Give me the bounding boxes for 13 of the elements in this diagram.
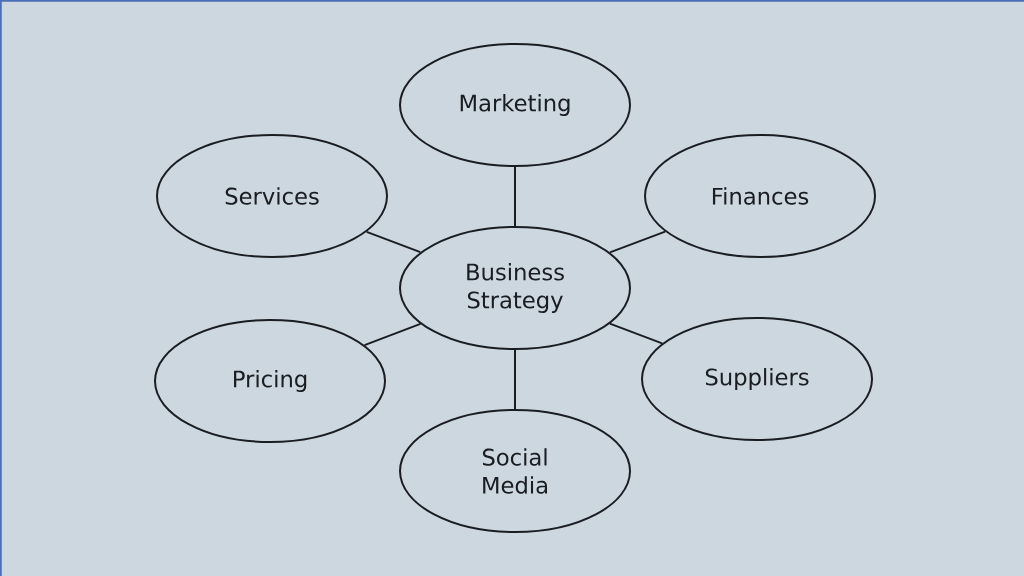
- ellipse-node: Suppliers: [641, 317, 873, 441]
- ellipse-node: Pricing: [154, 319, 386, 443]
- connector-line: [514, 349, 516, 410]
- connector-line: [365, 230, 422, 254]
- connector-line: [514, 166, 516, 227]
- ellipse-node: Finances: [644, 134, 876, 258]
- ellipse-node: Business Strategy: [399, 226, 631, 350]
- connector-line: [363, 322, 422, 347]
- connector-line: [608, 322, 664, 345]
- ellipse-node: Social Media: [399, 409, 631, 533]
- ellipse-node: Marketing: [399, 43, 631, 167]
- connector-line: [608, 230, 667, 254]
- ellipse-node: Services: [156, 134, 388, 258]
